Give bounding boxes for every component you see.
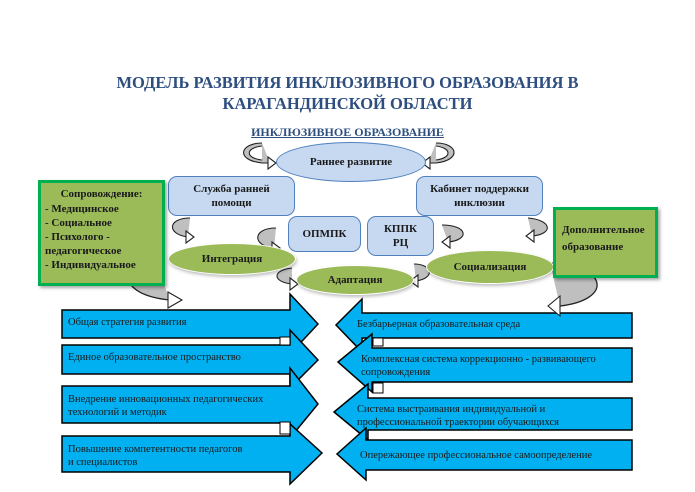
node-integration-label: Интеграция: [201, 253, 263, 265]
left-block-arrow-1: [334, 297, 633, 354]
curved-arrow-adaptation: [276, 267, 299, 292]
curved-arrow-top-right: [421, 142, 455, 171]
node-inclusion-support-office-label: Кабинет поддержки инклюзии: [430, 183, 529, 209]
left-block-arrow-2: [336, 332, 633, 394]
support-item: - Социальное: [45, 217, 112, 229]
right-block-arrow-3: [61, 365, 319, 441]
additional-education-box: Дополнительное образование: [553, 207, 658, 278]
curved-arrow-top-left: [243, 142, 277, 171]
left-arrow-text-4: Повышение компетентности педагогов и спе…: [68, 444, 243, 468]
node-early-development-label: Раннее развитие: [309, 156, 393, 168]
left-arrow-text-3: Внедрение инновационных педагогических т…: [68, 394, 264, 418]
right-block-arrow-1: [61, 292, 320, 356]
support-item: - Медицинское: [45, 203, 119, 215]
node-opmpk-label: ОПМПК: [302, 228, 347, 240]
support-item: - Индивидуальное: [45, 259, 136, 271]
support-box: Сопровождение: - Медицинское - Социально…: [38, 180, 165, 286]
support-item: педагогическое: [45, 245, 122, 257]
node-kppk: КППК РЦ: [367, 216, 434, 256]
support-item: - Психолого -: [45, 231, 110, 243]
title-line-2: КАРАГАНДИНСКОЙ ОБЛАСТИ: [222, 94, 473, 113]
node-early-help-service-label: Служба ранней помощи: [193, 183, 270, 209]
diagram-subtitle: ИНКЛЮЗИВНОЕ ОБРАЗОВАНИЕ: [251, 125, 444, 139]
title-line-1: МОДЕЛЬ РАЗВИТИЯ ИНКЛЮЗИВНОГО ОБРАЗОВАНИЯ…: [116, 73, 579, 92]
right-arrow-text-3: Система выстраивания индивидуальной и пр…: [357, 404, 559, 428]
left-block-arrow-3: [332, 382, 633, 442]
curved-arrow-service: [171, 217, 195, 245]
curved-arrow-kppk: [441, 224, 464, 250]
node-integration: Интеграция: [168, 243, 296, 275]
node-early-help-service: Служба ранней помощи: [168, 176, 295, 216]
right-arrow-text-1: Безбарьерная образовательная среда: [357, 319, 521, 330]
node-early-development: Раннее развитие: [276, 142, 426, 182]
support-heading: Сопровождение:: [60, 188, 143, 200]
curved-arrow-additional: [525, 217, 548, 244]
node-socialization-label: Социализация: [453, 261, 527, 273]
right-arrow-text-2: Комплексная система коррекционно - разви…: [361, 354, 596, 378]
node-socialization: Социализация: [426, 250, 554, 284]
left-block-arrow-4: [335, 426, 633, 482]
node-adaptation-label: Адаптация: [327, 274, 383, 286]
left-arrow-text-1: Общая стратегия развития: [68, 317, 187, 328]
additional-line-1: Дополнительное: [562, 224, 645, 236]
diagram-title: МОДЕЛЬ РАЗВИТИЯ ИНКЛЮЗИВНОГО ОБРАЗОВАНИЯ…: [0, 72, 695, 114]
additional-line-2: образование: [562, 241, 624, 253]
right-arrow-text-4: Опережающее профессиональное самоопредел…: [360, 450, 593, 461]
node-opmpk: ОПМПК: [288, 216, 361, 252]
node-adaptation: Адаптация: [296, 265, 414, 295]
node-kppk-label-1: КППК: [383, 223, 418, 235]
left-arrow-text-2: Единое образовательное пространство: [68, 352, 241, 363]
node-inclusion-support-office: Кабинет поддержки инклюзии: [416, 176, 543, 216]
node-kppk-label-2: РЦ: [392, 237, 409, 249]
